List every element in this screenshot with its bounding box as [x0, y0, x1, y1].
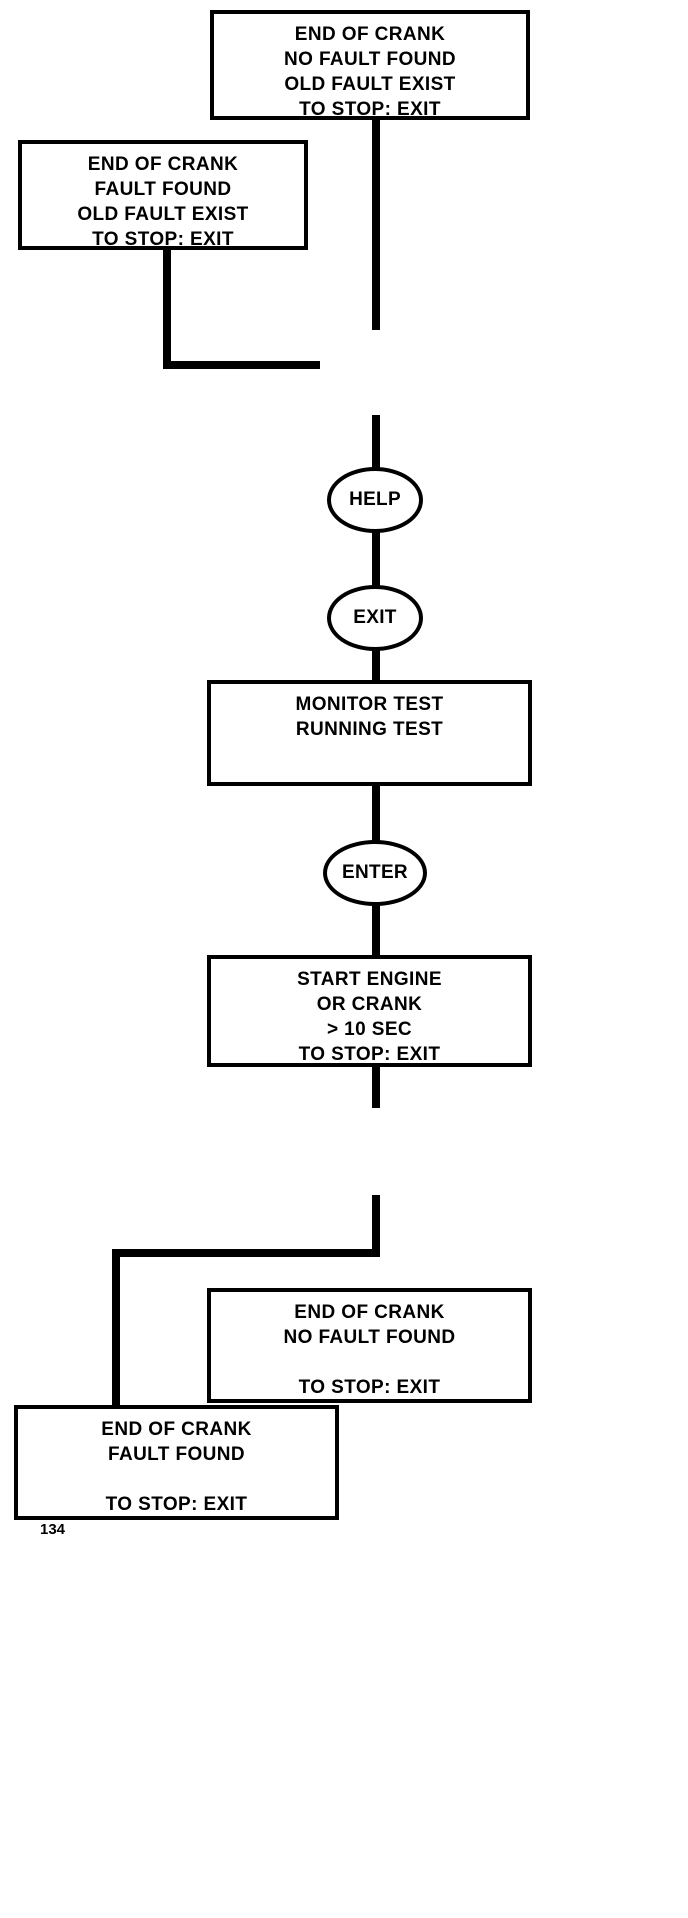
button-enter-label: ENTER — [342, 862, 408, 883]
connector-into-help — [372, 415, 380, 475]
connector-help-exit — [372, 530, 380, 592]
connector-exit-monitor — [372, 648, 380, 683]
box-end-of-crank-no-fault-old-fault-text: END OF CRANK NO FAULT FOUND OLD FAULT EX… — [283, 24, 456, 120]
box-end-of-crank-no-fault: END OF CRANK NO FAULT FOUND TO STOP: EXI… — [207, 1288, 532, 1403]
box-monitor-test-running-test: MONITOR TEST RUNNING TEST — [207, 680, 532, 786]
button-exit-label: EXIT — [353, 607, 397, 628]
connector-box1-down — [372, 120, 380, 330]
box-monitor-test-running-test-text: MONITOR TEST RUNNING TEST — [295, 694, 444, 740]
box-end-of-crank-no-fault-old-fault: END OF CRANK NO FAULT FOUND OLD FAULT EX… — [210, 10, 530, 120]
box-end-of-crank-fault-old-fault: END OF CRANK FAULT FOUND OLD FAULT EXIST… — [18, 140, 308, 250]
page-number: 134 — [40, 1521, 66, 1538]
connector-bottom-branch-left — [112, 1249, 380, 1257]
box-start-engine-or-crank-text: START ENGINE OR CRANK > 10 SEC TO STOP: … — [297, 969, 442, 1065]
button-help-label: HELP — [349, 489, 401, 510]
connector-bottom-spine — [372, 1195, 380, 1257]
button-enter[interactable]: ENTER — [323, 840, 427, 906]
connector-monitor-enter — [372, 786, 380, 843]
box-end-of-crank-fault-old-fault-text: END OF CRANK FAULT FOUND OLD FAULT EXIST… — [77, 154, 249, 250]
connector-enter-start-engine — [372, 903, 380, 958]
connector-box2-down — [163, 250, 171, 368]
connector-box2-right — [163, 361, 320, 369]
connector-start-engine-down — [372, 1067, 380, 1108]
box-end-of-crank-no-fault-text: END OF CRANK NO FAULT FOUND TO STOP: EXI… — [283, 1302, 456, 1398]
button-exit[interactable]: EXIT — [327, 585, 423, 651]
button-help[interactable]: HELP — [327, 467, 423, 533]
box-end-of-crank-fault-text: END OF CRANK FAULT FOUND TO STOP: EXIT — [101, 1419, 252, 1515]
box-end-of-crank-fault: END OF CRANK FAULT FOUND TO STOP: EXIT — [14, 1405, 339, 1520]
box-start-engine-or-crank: START ENGINE OR CRANK > 10 SEC TO STOP: … — [207, 955, 532, 1067]
connector-bottom-left-down — [112, 1249, 120, 1412]
